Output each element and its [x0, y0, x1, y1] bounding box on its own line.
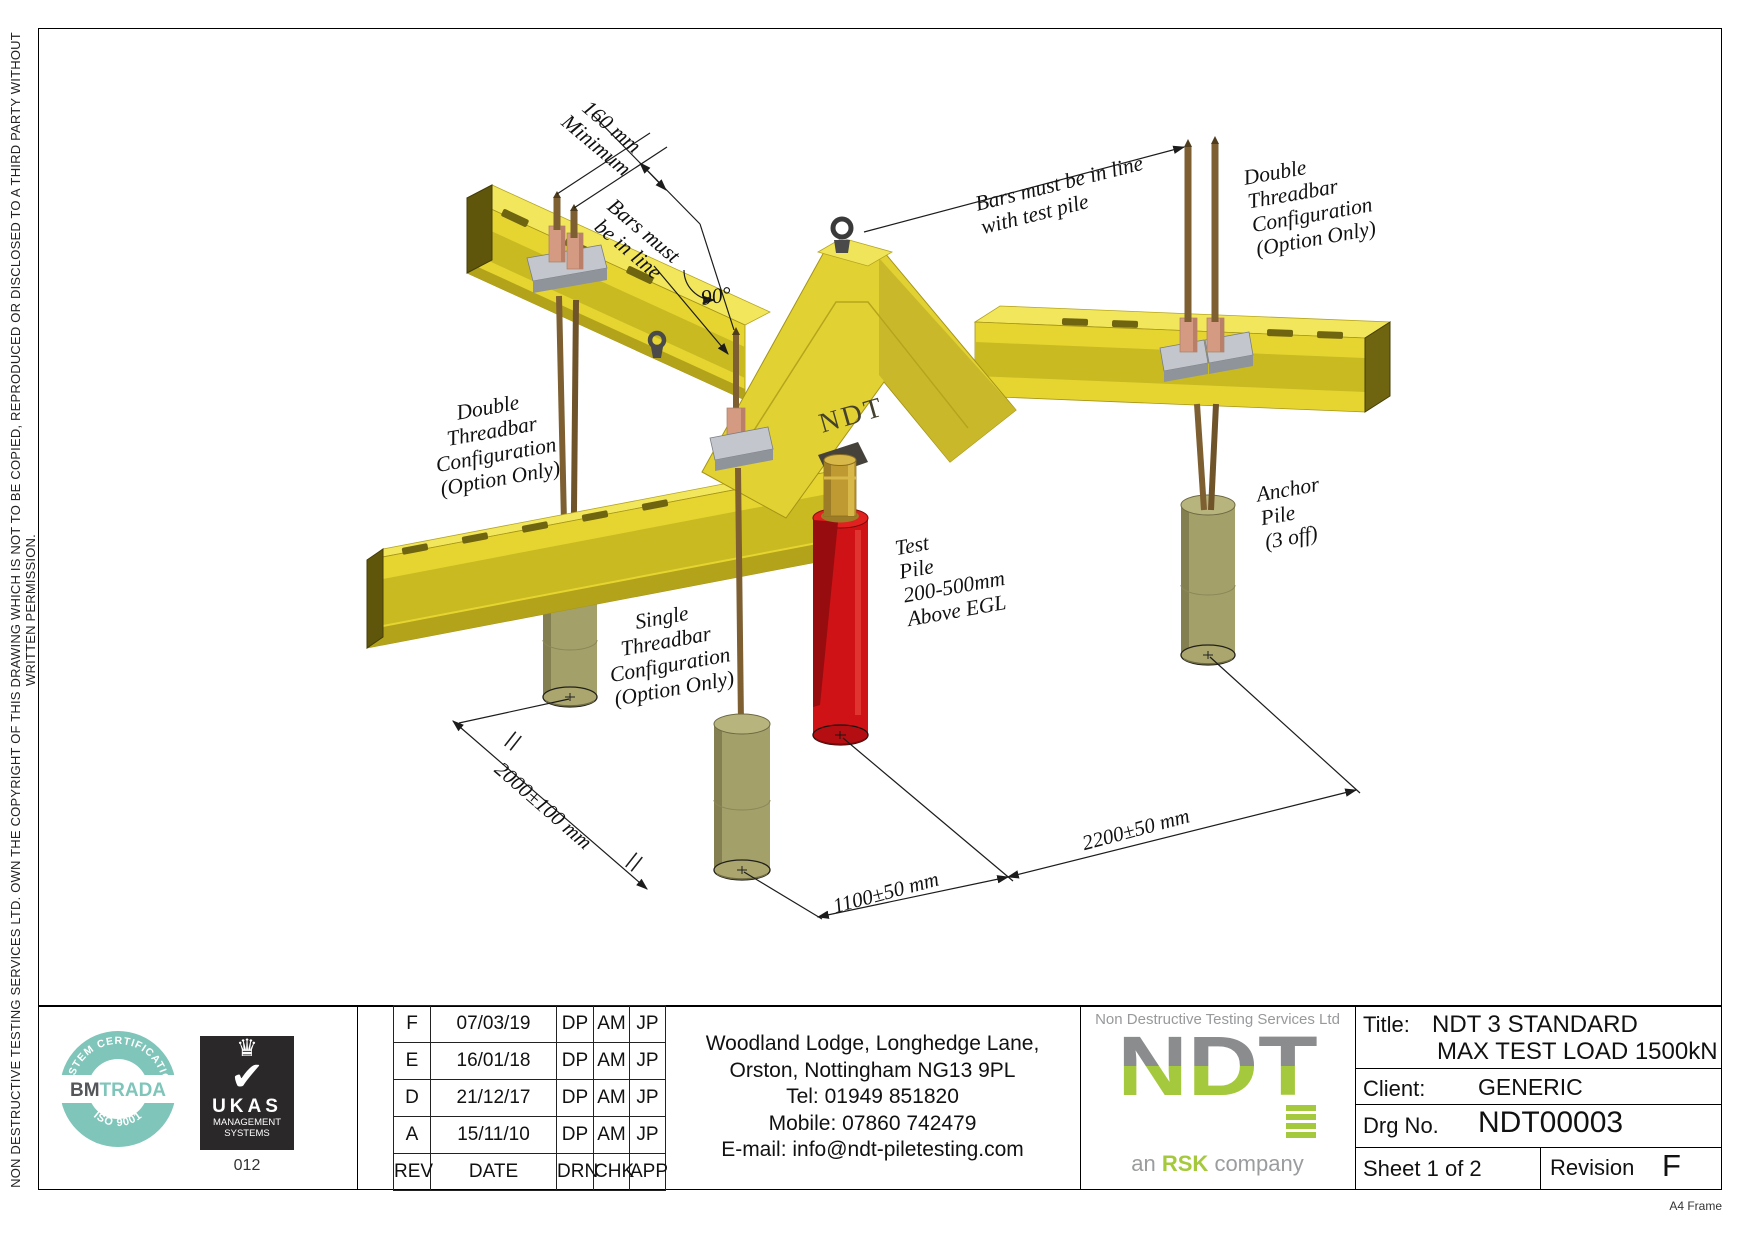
- client-value: GENERIC: [1478, 1074, 1583, 1100]
- revision-label: Revision: [1550, 1155, 1635, 1180]
- reaction-beam-upper-left: [466, 184, 771, 401]
- frame-size-label: A4 Frame: [1669, 1199, 1722, 1213]
- drn-cell: DP: [556, 1116, 594, 1154]
- table-header-row: REV DATE DRN CHK APP: [393, 1153, 668, 1191]
- rev-cell: E: [393, 1042, 431, 1080]
- title-block-divider: [357, 1005, 358, 1190]
- bmtrada-arc-bottom-text: ISO 9001: [91, 1109, 144, 1129]
- chk-cell: AM: [593, 1042, 630, 1080]
- header-chk: CHK: [593, 1153, 634, 1191]
- header-rev: REV: [393, 1153, 433, 1191]
- address-line: Orston, Nottingham NG13 9PL: [729, 1058, 1016, 1082]
- sheet-number: Sheet 1 of 2: [1363, 1156, 1482, 1181]
- ndt-pile-bar: [1286, 1105, 1316, 1111]
- svg-text:ISO 9001: ISO 9001: [91, 1109, 145, 1129]
- ndt-pile-bar: [1286, 1123, 1316, 1129]
- revision-value: F: [1662, 1148, 1681, 1183]
- drg-no-label: Drg No.: [1363, 1113, 1439, 1138]
- table-row: D 21/12/17 DP AM JP: [393, 1079, 666, 1117]
- rev-cell: D: [393, 1079, 431, 1117]
- app-cell: JP: [629, 1042, 666, 1080]
- info-divider: [1540, 1147, 1541, 1190]
- ndt-pile-bar: [1286, 1132, 1316, 1138]
- svg-text:BMTRADA: BMTRADA: [70, 1080, 166, 1101]
- header-drn: DRN: [556, 1153, 598, 1191]
- drn-cell: DP: [556, 1079, 594, 1117]
- crown-icon: ♛: [236, 1035, 258, 1062]
- table-row: E 16/01/18 DP AM JP: [393, 1042, 666, 1080]
- ndt-company-name: Non Destructive Testing Services Ltd: [1095, 1011, 1340, 1028]
- crosshead: [701, 216, 1017, 519]
- ukas-logo: ♛ ✔ UKAS MANAGEMENT SYSTEMS: [200, 1036, 294, 1150]
- ndt-lettermark: NDT NDT: [1058, 1027, 1377, 1105]
- chk-cell: AM: [593, 1079, 630, 1117]
- tagline-brand: RSK: [1161, 1151, 1209, 1176]
- table-row: A 15/11/10 DP AM JP: [393, 1116, 666, 1154]
- client-label: Client:: [1363, 1076, 1426, 1101]
- hydraulic-jack: [821, 454, 859, 523]
- dimension-lines: [452, 113, 1361, 920]
- date-cell: 21/12/17: [430, 1079, 557, 1117]
- company-address: Woodland Lodge, Longhedge Lane, Orston, …: [665, 1005, 1080, 1190]
- rev-cell: F: [393, 1005, 431, 1043]
- date-cell: 16/01/18: [430, 1042, 557, 1080]
- drn-cell: DP: [556, 1005, 594, 1043]
- address-line: E-mail: info@ndt-piletesting.com: [721, 1138, 1024, 1162]
- table-row: F 07/03/19 DP AM JP: [393, 1005, 666, 1043]
- date-cell: 15/11/10: [430, 1116, 557, 1154]
- app-cell: JP: [629, 1079, 666, 1117]
- ukas-number: 012: [233, 1157, 261, 1174]
- drawing-title-line2: MAX TEST LOAD 1500kN: [1437, 1038, 1718, 1065]
- drg-no-value: NDT00003: [1478, 1106, 1624, 1139]
- tagline-suffix: company: [1208, 1151, 1304, 1176]
- drawing-title-line1: NDT 3 STANDARD: [1432, 1011, 1638, 1038]
- ndt-lettermark-bottom: NDT: [1117, 1019, 1318, 1113]
- drn-cell: DP: [556, 1042, 594, 1080]
- app-cell: JP: [629, 1005, 666, 1043]
- info-divider: [1355, 1104, 1722, 1105]
- revision-table: F 07/03/19 DP AM JP E 16/01/18 DP AM JP …: [393, 1005, 668, 1191]
- label-angle-90: 90°: [699, 281, 733, 310]
- tagline-prefix: an: [1131, 1151, 1162, 1176]
- chk-cell: AM: [593, 1005, 630, 1043]
- double-threadbar-right-set: [1159, 136, 1254, 511]
- app-cell: JP: [629, 1116, 666, 1154]
- bmtrada-bm-text: BM: [70, 1080, 100, 1101]
- address-line: Woodland Lodge, Longhedge Lane,: [705, 1032, 1040, 1056]
- label-test-pile: Test Pile 200-500mm Above EGL: [893, 530, 1008, 632]
- title-block-divider: [1080, 1005, 1081, 1190]
- title-label: Title:: [1363, 1012, 1410, 1037]
- label-anchor-pile: Anchor Pile (3 off): [1254, 471, 1322, 554]
- test-pile-cylinder: [812, 507, 869, 746]
- drawing-frame: [38, 28, 1722, 1190]
- anchor-pile-right: [1180, 494, 1236, 666]
- title-block-divider: [1355, 1005, 1356, 1190]
- bmtrada-trada-text: TRADA: [100, 1080, 167, 1101]
- single-threadbar-set: [709, 327, 774, 725]
- info-divider: [1355, 1147, 1722, 1148]
- header-date: DATE: [430, 1153, 557, 1191]
- ndt-lettermark-top: NDT: [1117, 1019, 1318, 1113]
- title-block-top-border: [38, 1005, 1722, 1007]
- address-line: Tel: 01949 851820: [786, 1085, 959, 1109]
- rev-cell: A: [393, 1116, 431, 1154]
- bmtrada-logo: SYSTEM CERTIFICATION ISO 9001 BMTRADA: [57, 1031, 179, 1147]
- ndt-pile-bar: [1286, 1114, 1316, 1120]
- ukas-subtitle: MANAGEMENT SYSTEMS: [212, 1117, 282, 1139]
- address-line: Mobile: 07860 742479: [768, 1111, 977, 1135]
- header-app: APP: [629, 1153, 668, 1191]
- checkmark-icon: ✔: [230, 1055, 264, 1099]
- anchor-pile-middle: [713, 713, 771, 881]
- eyebolt-icon: [647, 330, 667, 358]
- chk-cell: AM: [593, 1116, 630, 1154]
- ndt-tagline: an RSK company: [1080, 1151, 1355, 1177]
- ukas-name: UKAS: [212, 1096, 282, 1117]
- ndt-logo: Non Destructive Testing Services Ltd NDT…: [1080, 1005, 1355, 1190]
- date-cell: 07/03/19: [430, 1005, 557, 1043]
- info-divider: [1355, 1068, 1722, 1069]
